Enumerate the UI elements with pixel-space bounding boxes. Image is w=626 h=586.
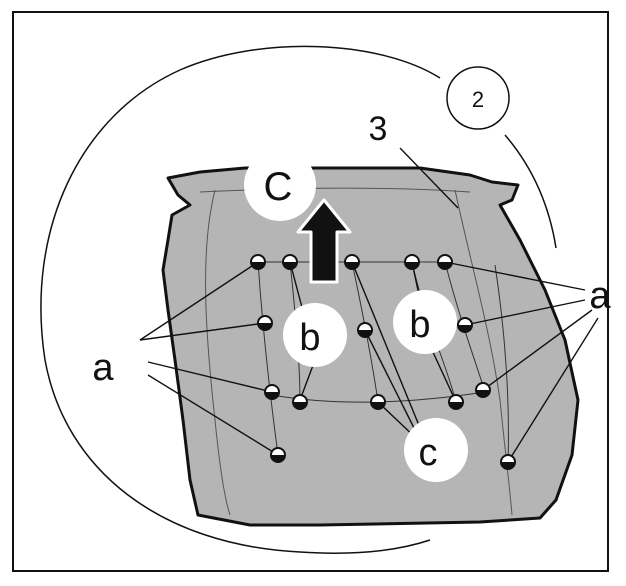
step-number-circle bbox=[446, 66, 510, 130]
clip-icon bbox=[448, 394, 464, 410]
leader-line-part-3 bbox=[399, 147, 459, 209]
cushion-seam-right bbox=[454, 189, 513, 516]
fastener-b-right-label: b bbox=[409, 304, 430, 346]
clip-icon bbox=[282, 254, 298, 270]
leader-lines-a bbox=[139, 261, 599, 463]
fastener-b-left-label: b bbox=[299, 317, 320, 359]
clip-icon bbox=[264, 384, 280, 400]
step-number: 2 bbox=[472, 87, 484, 112]
detail-arc bbox=[40, 45, 441, 554]
fastener-c-bottom-label: c bbox=[419, 432, 438, 474]
clip-icon bbox=[437, 254, 453, 270]
up-arrow-icon bbox=[296, 198, 352, 284]
clip-icon bbox=[292, 394, 308, 410]
clip-icon bbox=[457, 317, 473, 333]
label-bubble-b-right bbox=[393, 290, 457, 354]
part-number-label: 3 bbox=[369, 110, 388, 148]
clip-icon bbox=[250, 254, 266, 270]
label-bubble-b-left bbox=[283, 303, 347, 367]
clip-icon bbox=[370, 394, 386, 410]
seat-cushion bbox=[161, 166, 580, 527]
cushion-seam-left bbox=[205, 189, 231, 516]
label-bubble-c-top bbox=[244, 149, 316, 221]
clip-a-left-label: a bbox=[92, 347, 114, 389]
detail-arc-right bbox=[504, 134, 557, 249]
clip-icon bbox=[404, 254, 420, 270]
clip-markers bbox=[250, 254, 516, 470]
clip-icon bbox=[475, 382, 491, 398]
cushion-seam-top bbox=[199, 187, 471, 193]
label-bubble-c-bottom bbox=[404, 418, 468, 482]
clip-icon bbox=[257, 315, 273, 331]
clip-icon bbox=[270, 447, 286, 463]
clip-icon bbox=[344, 254, 360, 270]
clip-icon bbox=[357, 322, 373, 338]
clip-icon bbox=[500, 454, 516, 470]
clip-a-right-label: a bbox=[589, 275, 611, 317]
fastener-c-top-label: C bbox=[264, 165, 293, 209]
